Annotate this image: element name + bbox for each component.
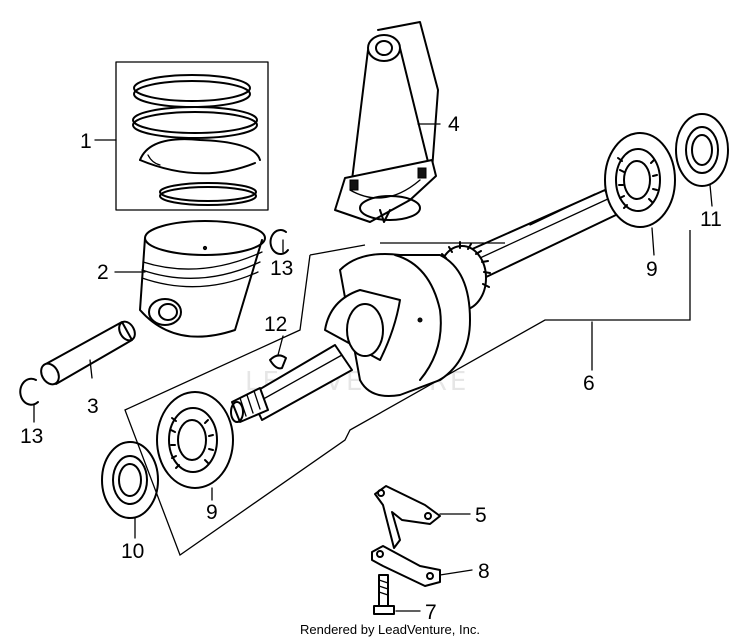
- callout-9-upper: 9: [646, 258, 658, 281]
- callout-8: 8: [478, 560, 490, 583]
- callout-3: 3: [87, 395, 99, 418]
- circlip-upper-part[interactable]: [269, 229, 289, 255]
- piston-part[interactable]: [139, 220, 266, 338]
- oil-seal-upper-part[interactable]: [675, 113, 729, 187]
- plate-lower-part[interactable]: [371, 545, 441, 587]
- callout-13-lower: 13: [20, 425, 43, 448]
- callout-7: 7: [425, 601, 437, 624]
- callout-5: 5: [475, 504, 487, 527]
- callout-9-lower: 9: [206, 501, 218, 524]
- crankshaft-part[interactable]: [230, 189, 619, 423]
- oil-seal-lower-part[interactable]: [101, 441, 159, 519]
- callout-11: 11: [700, 208, 722, 231]
- circlip-lower-part[interactable]: [19, 377, 39, 406]
- leader-lines: [33, 123, 713, 612]
- callout-1: 1: [80, 130, 92, 153]
- bearing-lower-part[interactable]: [156, 391, 234, 489]
- bearing-upper-part[interactable]: [604, 132, 676, 228]
- callout-13-upper: 13: [270, 257, 293, 280]
- callout-4: 4: [448, 113, 460, 136]
- woodruff-key-part[interactable]: [269, 354, 287, 370]
- piston-rings-part[interactable]: [115, 61, 269, 211]
- callout-12: 12: [264, 313, 287, 336]
- callout-10: 10: [121, 540, 144, 563]
- callout-6: 6: [583, 372, 595, 395]
- footer-credit: Rendered by LeadVenture, Inc.: [300, 622, 480, 637]
- bolt-part[interactable]: [373, 574, 395, 615]
- callout-2: 2: [97, 261, 109, 284]
- connecting-rod-part[interactable]: [334, 21, 439, 223]
- piston-pin-part[interactable]: [38, 319, 138, 388]
- assembly-outline: [124, 230, 691, 557]
- plate-upper-part[interactable]: [374, 485, 441, 549]
